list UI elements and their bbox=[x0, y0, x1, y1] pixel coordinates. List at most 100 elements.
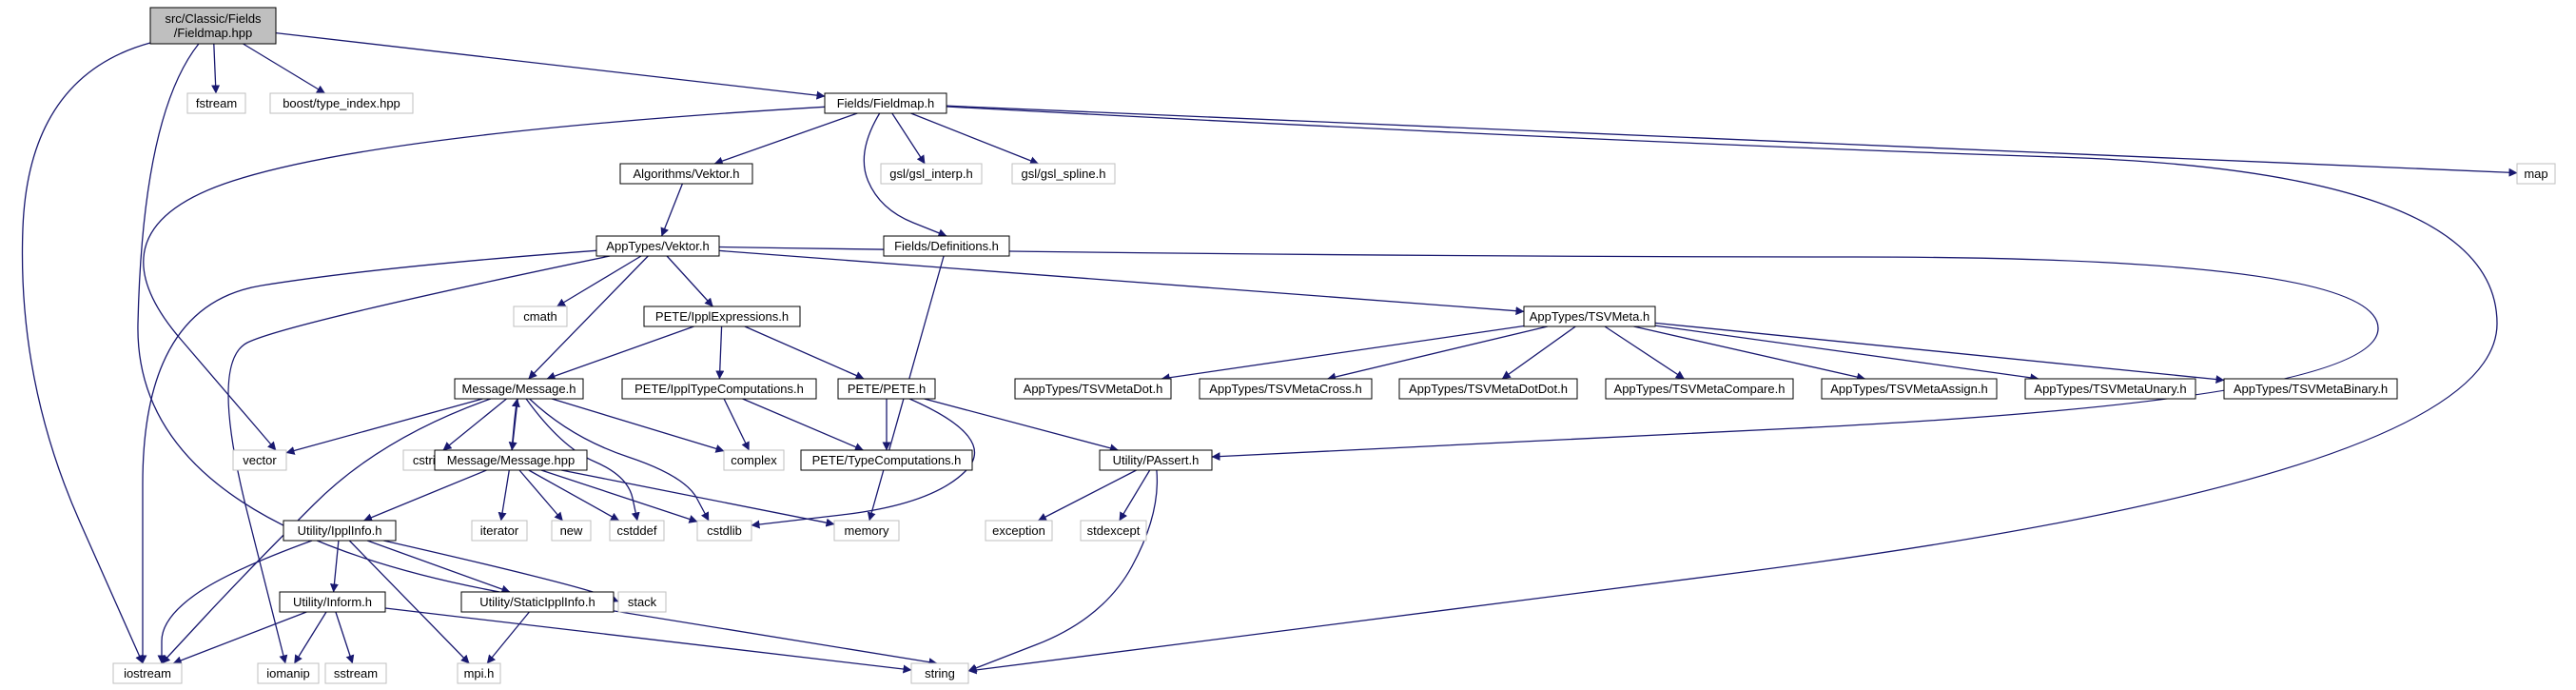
node-box bbox=[454, 378, 584, 400]
node-box bbox=[513, 306, 568, 327]
edge-utility-passert-to-string bbox=[967, 469, 1159, 673]
node-algorithms-vektor[interactable]: Algorithms/Vektor.h bbox=[619, 163, 753, 185]
edge-utility-inform-to-iomanip bbox=[293, 611, 327, 664]
node-utility-static-ippl-info[interactable]: Utility/StaticIpplInfo.h bbox=[460, 591, 615, 613]
node-box bbox=[595, 235, 720, 257]
node-fieldmap-hpp[interactable]: src/Classic/Fields/Fieldmap.hpp bbox=[149, 7, 277, 45]
edge-pete-ippl-expressions-to-pete-ippl-type-computations bbox=[715, 325, 725, 380]
edge-apptypes-vektor-to-message-h bbox=[528, 255, 649, 380]
node-label: AppTypes/TSVMetaUnary.h bbox=[2034, 382, 2186, 396]
node-tsvmeta-dot[interactable]: AppTypes/TSVMetaDot.h bbox=[1014, 378, 1172, 400]
node-label: Algorithms/Vektor.h bbox=[634, 167, 740, 181]
edge-fieldmap-h-to-vector bbox=[143, 106, 826, 451]
node-box bbox=[471, 520, 528, 542]
node-box bbox=[257, 662, 320, 684]
node-label: cstddef bbox=[617, 523, 657, 538]
node-utility-inform[interactable]: Utility/Inform.h bbox=[279, 591, 386, 613]
node-message-hpp[interactable]: Message/Message.hpp bbox=[434, 449, 588, 471]
node-label: Message/Message.h bbox=[462, 382, 576, 396]
node-label: Utility/StaticIpplInfo.h bbox=[479, 595, 595, 609]
node-label: Message/Message.hpp bbox=[447, 453, 575, 467]
edge-layer bbox=[21, 31, 2518, 675]
edge-utility-inform-to-iostream bbox=[172, 611, 307, 665]
node-box bbox=[2223, 378, 2398, 400]
edge-tsvmeta-to-tsvmeta-cross bbox=[1327, 325, 1549, 382]
node-pete-ippl-type-computations[interactable]: PETE/IpplTypeComputations.h bbox=[621, 378, 817, 400]
node-box bbox=[112, 662, 183, 684]
node-label: Utility/Inform.h bbox=[293, 595, 372, 609]
node-box bbox=[619, 163, 753, 185]
node-label: boost/type_index.hpp bbox=[283, 96, 400, 110]
node-pete-type-computations[interactable]: PETE/TypeComputations.h bbox=[800, 449, 973, 471]
node-memory: memory bbox=[833, 520, 900, 542]
node-label: complex bbox=[731, 453, 777, 467]
edge-apptypes-vektor-to-cmath bbox=[556, 255, 642, 307]
node-box bbox=[910, 662, 969, 684]
edge-tsvmeta-to-tsvmeta-dotdot bbox=[1501, 325, 1576, 380]
node-tsvmeta-unary[interactable]: AppTypes/TSVMetaUnary.h bbox=[2024, 378, 2196, 400]
edge-utility-inform-to-sstream bbox=[335, 611, 355, 664]
node-tsvmeta-binary[interactable]: AppTypes/TSVMetaBinary.h bbox=[2223, 378, 2398, 400]
node-message-h[interactable]: Message/Message.h bbox=[454, 378, 584, 400]
node-box bbox=[324, 662, 387, 684]
node-cmath: cmath bbox=[513, 306, 568, 327]
node-gsl-spline: gsl/gsl_spline.h bbox=[1011, 163, 1116, 185]
edge-message-h-to-cstring bbox=[442, 398, 507, 451]
edge-apptypes-vektor-to-iostream bbox=[138, 249, 597, 664]
node-label: AppTypes/TSVMetaDot.h bbox=[1024, 382, 1163, 396]
edge-fieldmap-h-to-gsl-interp bbox=[891, 112, 926, 165]
node-box bbox=[279, 591, 386, 613]
node-tsvmeta-dotdot[interactable]: AppTypes/TSVMetaDotDot.h bbox=[1398, 378, 1578, 400]
node-tsvmeta[interactable]: AppTypes/TSVMeta.h bbox=[1523, 306, 1656, 327]
node-label: map bbox=[2524, 167, 2547, 181]
node-box bbox=[883, 235, 1010, 257]
edge-fieldmap-hpp-to-fstream bbox=[211, 43, 221, 94]
node-fieldmap-h[interactable]: Fields/Fieldmap.h bbox=[824, 92, 947, 114]
node-box bbox=[2516, 163, 2556, 185]
node-box bbox=[283, 520, 397, 542]
node-utility-ippl-info[interactable]: Utility/IpplInfo.h bbox=[283, 520, 397, 542]
node-map: map bbox=[2516, 163, 2556, 185]
node-pete-pete[interactable]: PETE/PETE.h bbox=[837, 378, 936, 400]
edge-pete-ippl-expressions-to-pete-pete bbox=[744, 325, 865, 380]
edge-utility-inform-to-string bbox=[384, 607, 912, 674]
node-box bbox=[880, 163, 983, 185]
node-cstdlib: cstdlib bbox=[696, 520, 752, 542]
node-label: iterator bbox=[480, 523, 519, 538]
node-label: AppTypes/TSVMetaBinary.h bbox=[2234, 382, 2388, 396]
node-box bbox=[551, 520, 592, 542]
edge-message-hpp-to-new bbox=[518, 469, 563, 522]
node-box bbox=[723, 449, 785, 471]
node-utility-passert[interactable]: Utility/PAssert.h bbox=[1099, 449, 1213, 471]
node-box bbox=[457, 662, 501, 684]
edge-fieldmap-h-to-gsl-spline bbox=[910, 112, 1039, 166]
node-pete-ippl-expressions[interactable]: PETE/IpplExpressions.h bbox=[643, 306, 801, 327]
edge-tsvmeta-to-tsvmeta-compare bbox=[1604, 325, 1685, 380]
node-apptypes-vektor[interactable]: AppTypes/Vektor.h bbox=[595, 235, 720, 257]
node-gsl-interp: gsl/gsl_interp.h bbox=[880, 163, 983, 185]
node-box bbox=[186, 92, 246, 114]
node-box bbox=[434, 449, 588, 471]
node-label: fstream bbox=[196, 96, 237, 110]
node-tsvmeta-assign[interactable]: AppTypes/TSVMetaAssign.h bbox=[1821, 378, 1998, 400]
node-box bbox=[1199, 378, 1373, 400]
node-box bbox=[1523, 306, 1656, 327]
edge-utility-ippl-info-to-mpi bbox=[348, 540, 470, 664]
edge-fieldmap-hpp-to-string bbox=[137, 43, 938, 667]
node-label: exception bbox=[992, 523, 1045, 538]
edge-fieldmap-hpp-to-iostream bbox=[21, 42, 151, 664]
node-label: sstream bbox=[334, 666, 378, 680]
node-fields-definitions[interactable]: Fields/Definitions.h bbox=[883, 235, 1010, 257]
node-iostream: iostream bbox=[112, 662, 183, 684]
node-box bbox=[1821, 378, 1998, 400]
edge-pete-pete-to-utility-passert bbox=[924, 398, 1119, 453]
edge-message-h-to-cstddef bbox=[525, 398, 640, 522]
node-box bbox=[460, 591, 615, 613]
node-label: memory bbox=[845, 523, 889, 538]
edge-message-hpp-to-cstdlib bbox=[540, 469, 698, 523]
node-tsvmeta-compare[interactable]: AppTypes/TSVMetaCompare.h bbox=[1605, 378, 1794, 400]
node-tsvmeta-cross[interactable]: AppTypes/TSVMetaCross.h bbox=[1199, 378, 1373, 400]
node-label: AppTypes/TSVMeta.h bbox=[1530, 309, 1649, 324]
node-box bbox=[1011, 163, 1116, 185]
node-box bbox=[1099, 449, 1213, 471]
